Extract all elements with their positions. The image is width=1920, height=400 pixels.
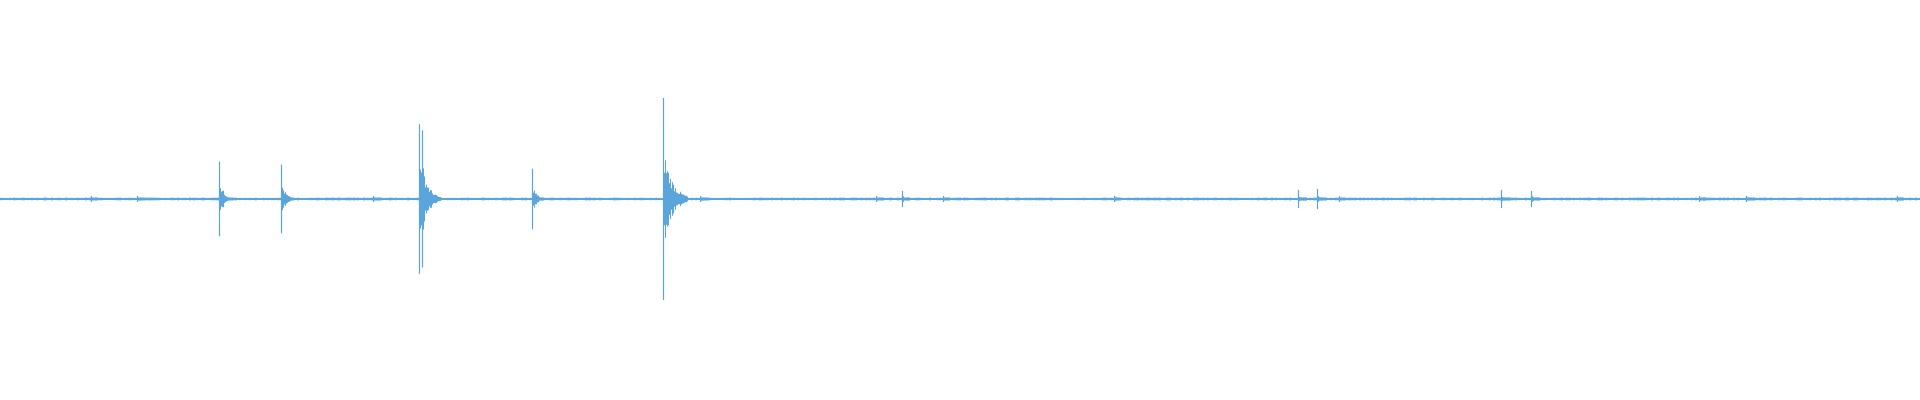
waveform-peak (421, 130, 441, 268)
waveform-peak (1113, 196, 1121, 202)
waveform-peak (531, 168, 544, 230)
waveform-peak (1338, 196, 1346, 202)
waveform-peak (218, 161, 233, 237)
waveform-peak (875, 195, 884, 203)
waveform-peak (1745, 195, 1754, 203)
waveform-peak (1896, 196, 1904, 202)
waveform-peak (136, 195, 145, 203)
waveform-peak (662, 98, 688, 300)
waveform-peak (90, 196, 98, 202)
waveform-peak (942, 196, 950, 202)
waveform-peak (280, 164, 294, 234)
waveform-peak (901, 190, 910, 208)
waveform-peak (1530, 190, 1539, 208)
waveform-peak (372, 196, 380, 202)
waveform-peak (1698, 195, 1707, 203)
waveform-peak (1500, 189, 1510, 209)
waveform-peak (699, 195, 708, 203)
waveform-peak (1316, 188, 1326, 210)
waveform-peak (1297, 189, 1307, 209)
